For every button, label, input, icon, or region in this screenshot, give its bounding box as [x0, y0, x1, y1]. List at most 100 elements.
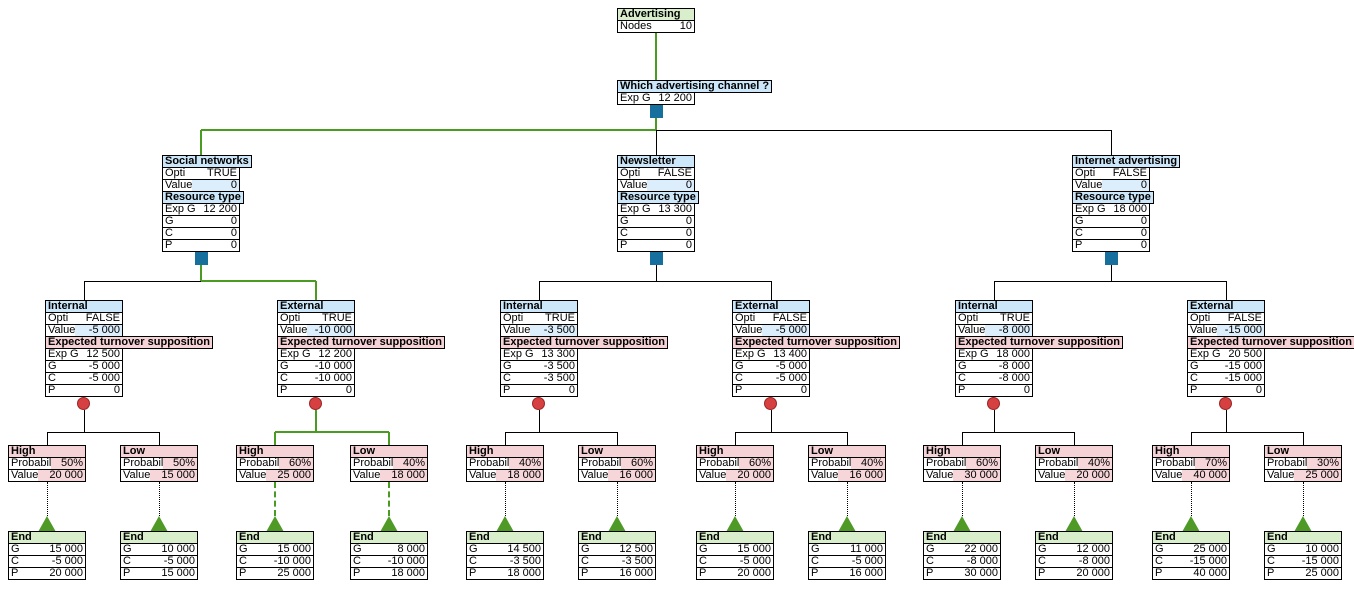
row-label: Probabil — [926, 457, 967, 469]
connector-line — [315, 410, 317, 432]
c-row: C-15 000 — [1152, 555, 1230, 568]
connector-line — [656, 130, 1111, 131]
row-label: Value — [165, 179, 193, 191]
end-node-icon[interactable] — [1182, 516, 1200, 532]
row-label: Value — [469, 469, 497, 481]
row-value: -5 000 — [775, 372, 807, 384]
end-node-icon[interactable] — [380, 516, 398, 532]
value-row: Value-10 000 — [277, 324, 355, 337]
row-value: 0 — [685, 215, 692, 227]
connector-line — [1226, 410, 1227, 432]
row-label: Probabil — [811, 457, 852, 469]
row-label: C — [165, 227, 173, 239]
end-node-icon[interactable] — [726, 516, 744, 532]
connector-line — [539, 281, 540, 300]
row-label: Probabil — [11, 457, 52, 469]
decision-node-icon[interactable] — [650, 252, 663, 265]
end-node-icon[interactable] — [838, 516, 856, 532]
end-node-icon[interactable] — [496, 516, 514, 532]
connector-line — [655, 118, 657, 130]
chance-node-icon[interactable] — [309, 397, 322, 410]
row-value: 20 000 — [737, 567, 771, 579]
row-value: -10 000 — [314, 360, 352, 372]
row-value: 16 000 — [619, 567, 653, 579]
end-node-icon[interactable] — [953, 516, 971, 532]
row-value: 0 — [685, 239, 692, 251]
row-label: Value — [123, 469, 151, 481]
row-label: P — [469, 567, 477, 579]
decision-node-icon[interactable] — [195, 252, 208, 265]
row-value: 18 000 — [496, 470, 543, 481]
row-value: 18 000 — [996, 348, 1030, 360]
c-row: C-8 000 — [955, 372, 1033, 385]
end-node-icon[interactable] — [1294, 516, 1312, 532]
end-node-icon[interactable] — [608, 516, 626, 532]
row-label: G — [469, 543, 478, 555]
chance-node-icon[interactable] — [532, 397, 545, 410]
row-value: 12 000 — [1076, 543, 1110, 555]
end-node-icon[interactable] — [150, 516, 168, 532]
chance-node-icon[interactable] — [77, 397, 90, 410]
end-node-icon[interactable] — [38, 516, 56, 532]
c-row: C-5 000 — [696, 555, 774, 568]
chance-node-icon[interactable] — [764, 397, 777, 410]
connector-line — [1191, 482, 1192, 516]
row-label: P — [926, 567, 934, 579]
decision-node-icon[interactable] — [1105, 252, 1118, 265]
row-label: G — [123, 543, 132, 555]
row-value: 12 200 — [658, 92, 692, 104]
connector-line — [847, 432, 848, 445]
row-label: C — [280, 372, 288, 384]
connector-line — [994, 432, 1074, 433]
end-node-icon[interactable] — [1065, 516, 1083, 532]
connector-line — [656, 281, 771, 282]
row-value: 20 000 — [49, 567, 83, 579]
end-node-icon[interactable] — [266, 516, 284, 532]
row-value: -5 000 — [739, 555, 771, 567]
chance-node-icon[interactable] — [1219, 397, 1232, 410]
row-value: -5 000 — [775, 360, 807, 372]
decision-node-icon[interactable] — [650, 105, 663, 118]
chance-node-icon[interactable] — [987, 397, 1000, 410]
row-label: Opti — [1190, 312, 1211, 324]
row-label: G — [958, 360, 967, 372]
row-label: G — [1190, 360, 1199, 372]
